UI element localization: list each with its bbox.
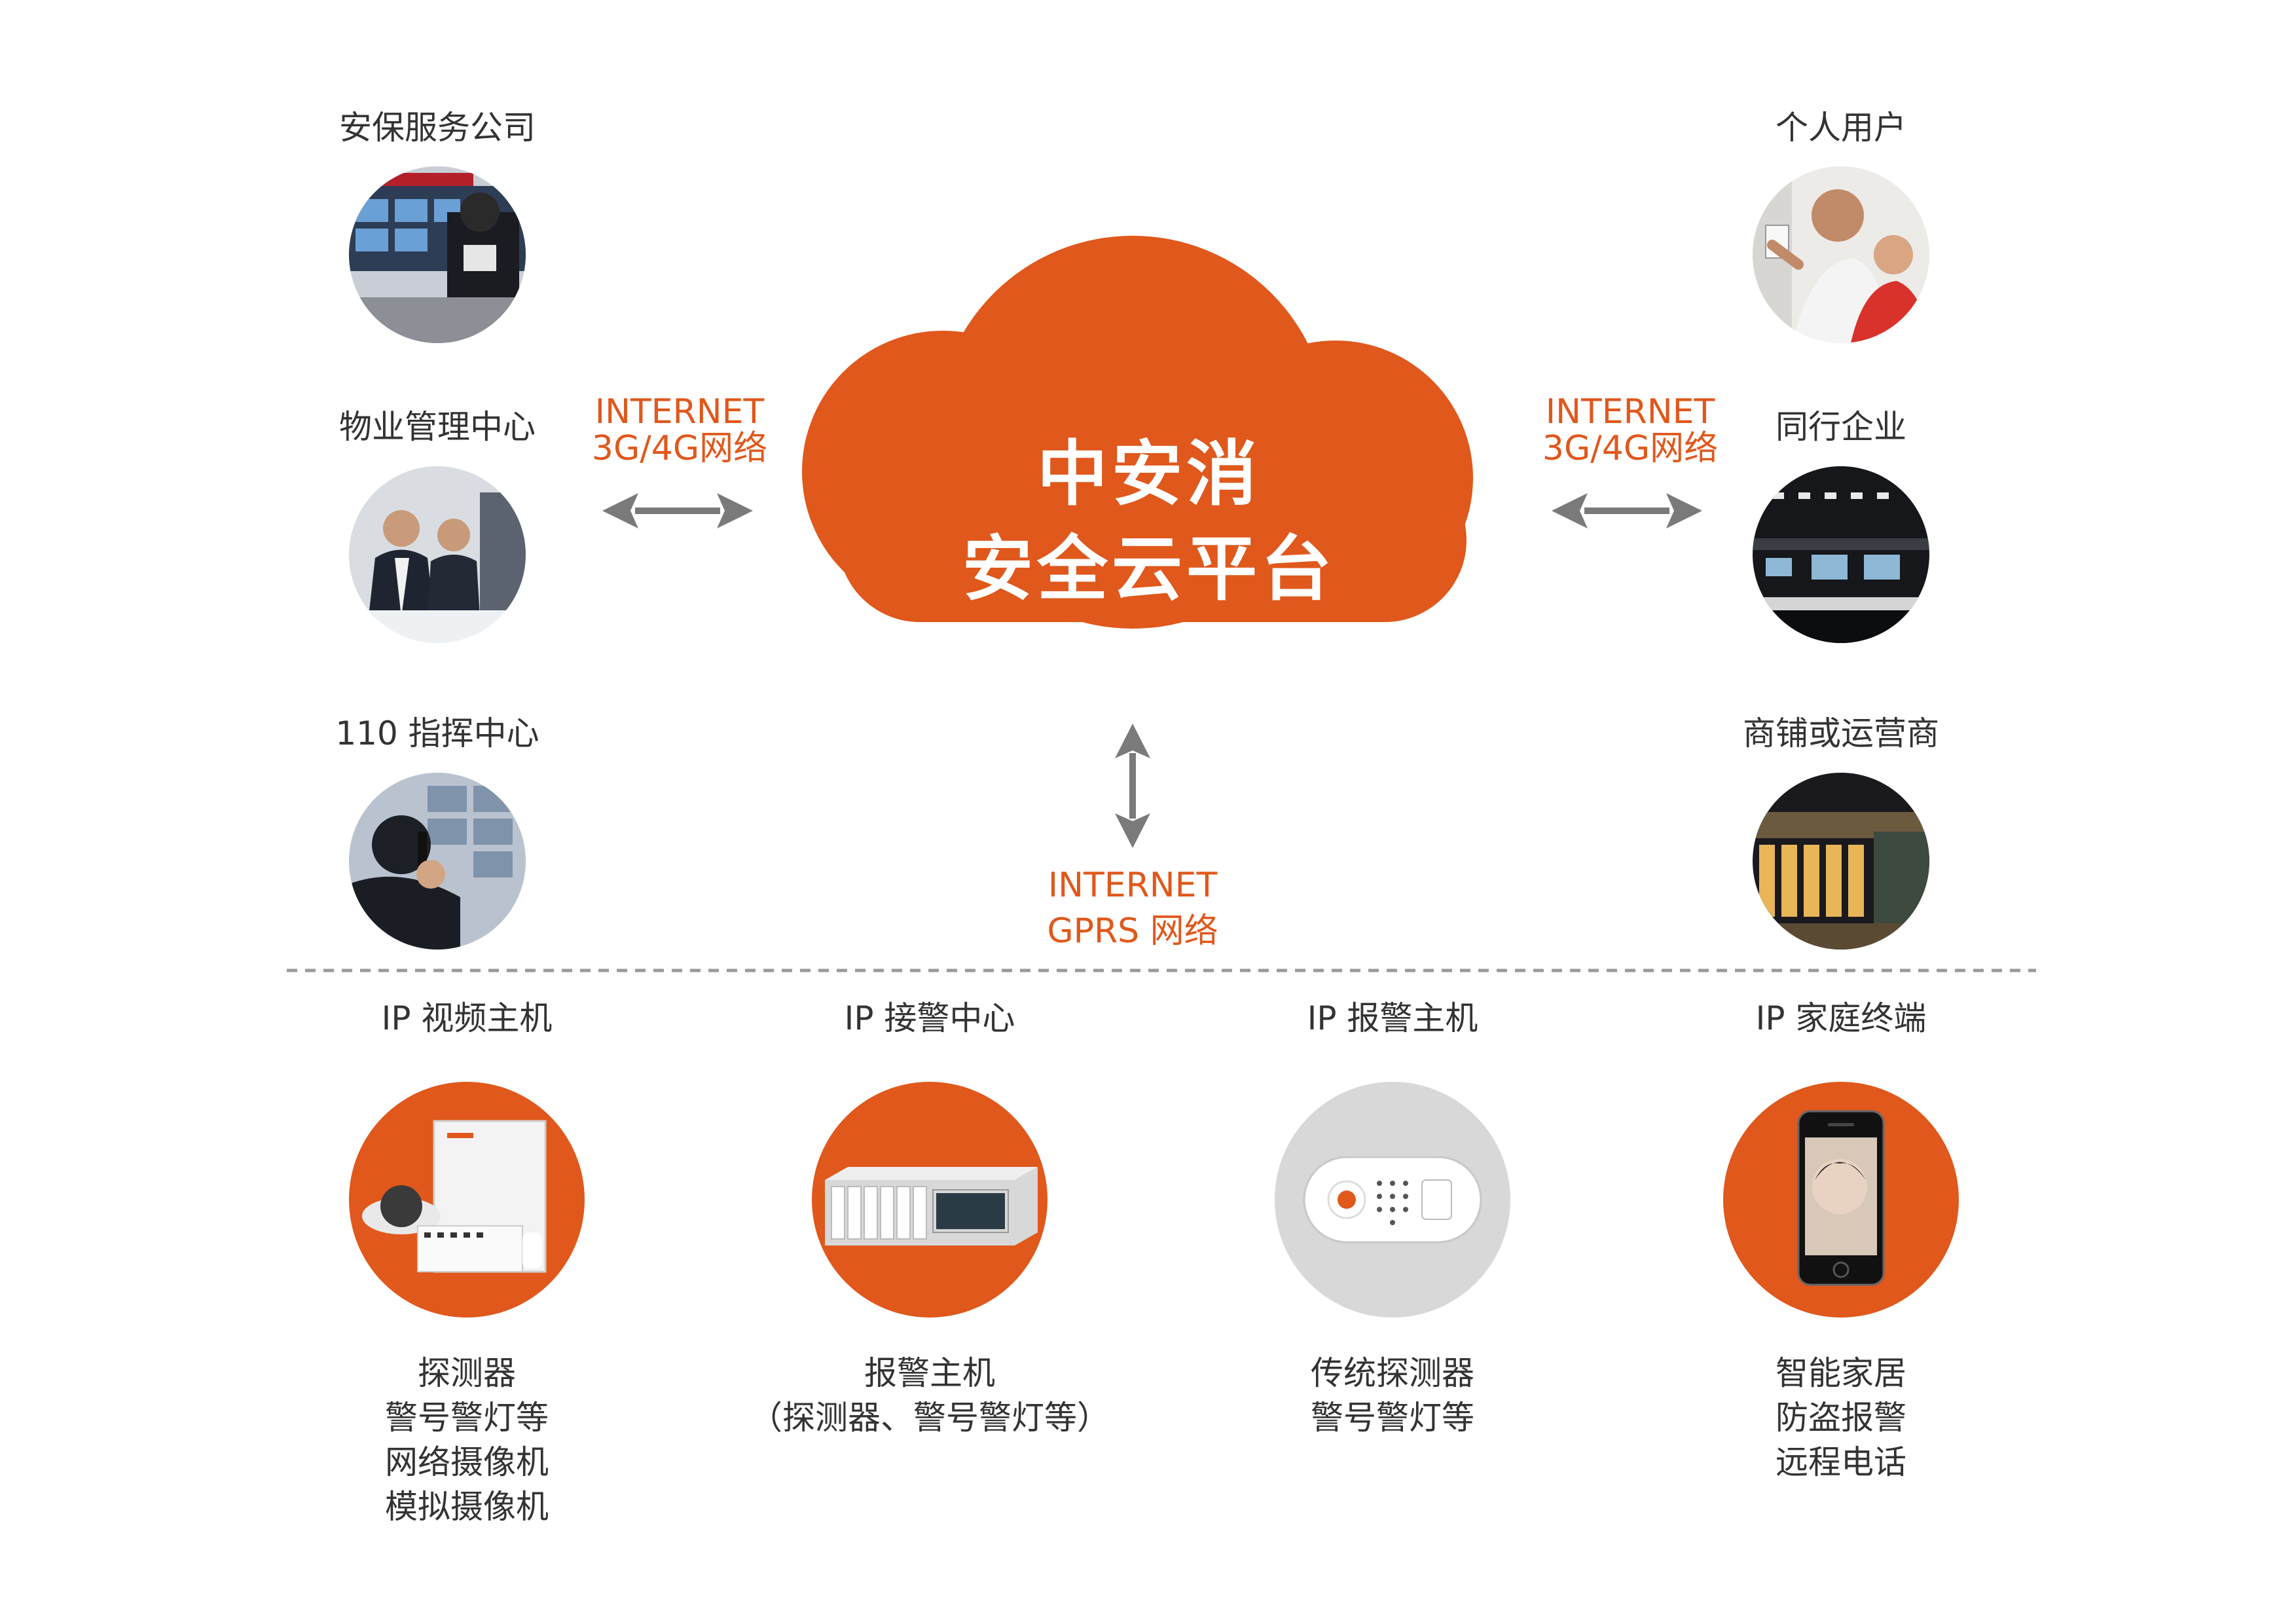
vertical-double-arrow [1115, 724, 1150, 848]
ip-video-host-image [349, 1082, 585, 1318]
showroom-monitors-photo [1753, 466, 1929, 643]
device-title-ip-video-host: IP 视频主机 [381, 999, 553, 1037]
ip-alarm-center-image [812, 1082, 1048, 1318]
desc-line: 警号警灯等 [1311, 1399, 1474, 1437]
entity-label-individual-user: 个人用户 [1776, 109, 1906, 147]
device-desc-ip-alarm-host: 传统探测器 警号警灯等 [1311, 1351, 1474, 1440]
device-desc-ip-alarm-center: 报警主机 （探测器、警号警灯等） [750, 1351, 1110, 1440]
device-desc-ip-video-host: 探测器 警号警灯等 网络摄像机 模拟摄像机 [385, 1351, 549, 1529]
device-desc-ip-home-terminal: 智能家居 防盗报警 远程电话 [1776, 1351, 1906, 1485]
desc-line: 探测器 [418, 1354, 516, 1392]
desc-line: 模拟摄像机 [385, 1488, 549, 1526]
property-management-guards-photo [349, 466, 526, 643]
link-left-line2: 3G/4G网络 [591, 429, 768, 468]
device-title-ip-alarm-center: IP 接警中心 [844, 999, 1015, 1037]
entity-label-shop-or-operator: 商铺或运营商 [1743, 714, 1939, 752]
family-at-keypad-photo [1753, 166, 1929, 343]
link-left-line1: INTERNET [594, 392, 765, 432]
right-double-arrow [1552, 493, 1702, 528]
cloud-shape [802, 236, 1473, 629]
ip-alarm-host-image [1275, 1082, 1510, 1318]
entity-label-security-company: 安保服务公司 [339, 109, 536, 147]
cloud-title-line1: 中安消 [1036, 434, 1262, 515]
device-title-ip-alarm-host: IP 报警主机 [1307, 999, 1478, 1037]
device-title-ip-home-terminal: IP 家庭终端 [1755, 999, 1927, 1037]
desc-line: 警号警灯等 [385, 1399, 549, 1437]
dashed-divider [287, 969, 2036, 972]
cloud-title-line2: 安全云平台 [962, 528, 1336, 610]
security-monitoring-room-photo [349, 166, 526, 343]
desc-line: 报警主机 [864, 1354, 995, 1392]
link-right-line1: INTERNET [1545, 392, 1715, 432]
desc-line: 智能家居 [1776, 1354, 1906, 1392]
link-bottom-line2: GPRS 网络 [1047, 912, 1218, 951]
entity-label-property-management: 物业管理中心 [339, 408, 536, 446]
desc-line: 传统探测器 [1311, 1354, 1474, 1392]
desc-line: （探测器、警号警灯等） [750, 1399, 1110, 1437]
link-right-line2: 3G/4G网络 [1542, 429, 1719, 468]
entity-label-110-command-center: 110 指挥中心 [335, 714, 539, 752]
desc-line: 网络摄像机 [385, 1443, 549, 1481]
entity-label-peer-enterprise: 同行企业 [1776, 408, 1906, 446]
shopping-mall-night-photo [1753, 773, 1929, 950]
ip-home-terminal-image [1723, 1082, 1959, 1318]
desc-line: 防盗报警 [1776, 1399, 1906, 1437]
police-radio-command-photo [349, 773, 526, 950]
desc-line: 远程电话 [1776, 1443, 1906, 1481]
left-double-arrow [602, 493, 753, 528]
link-bottom-line1: INTERNET [1048, 866, 1218, 905]
